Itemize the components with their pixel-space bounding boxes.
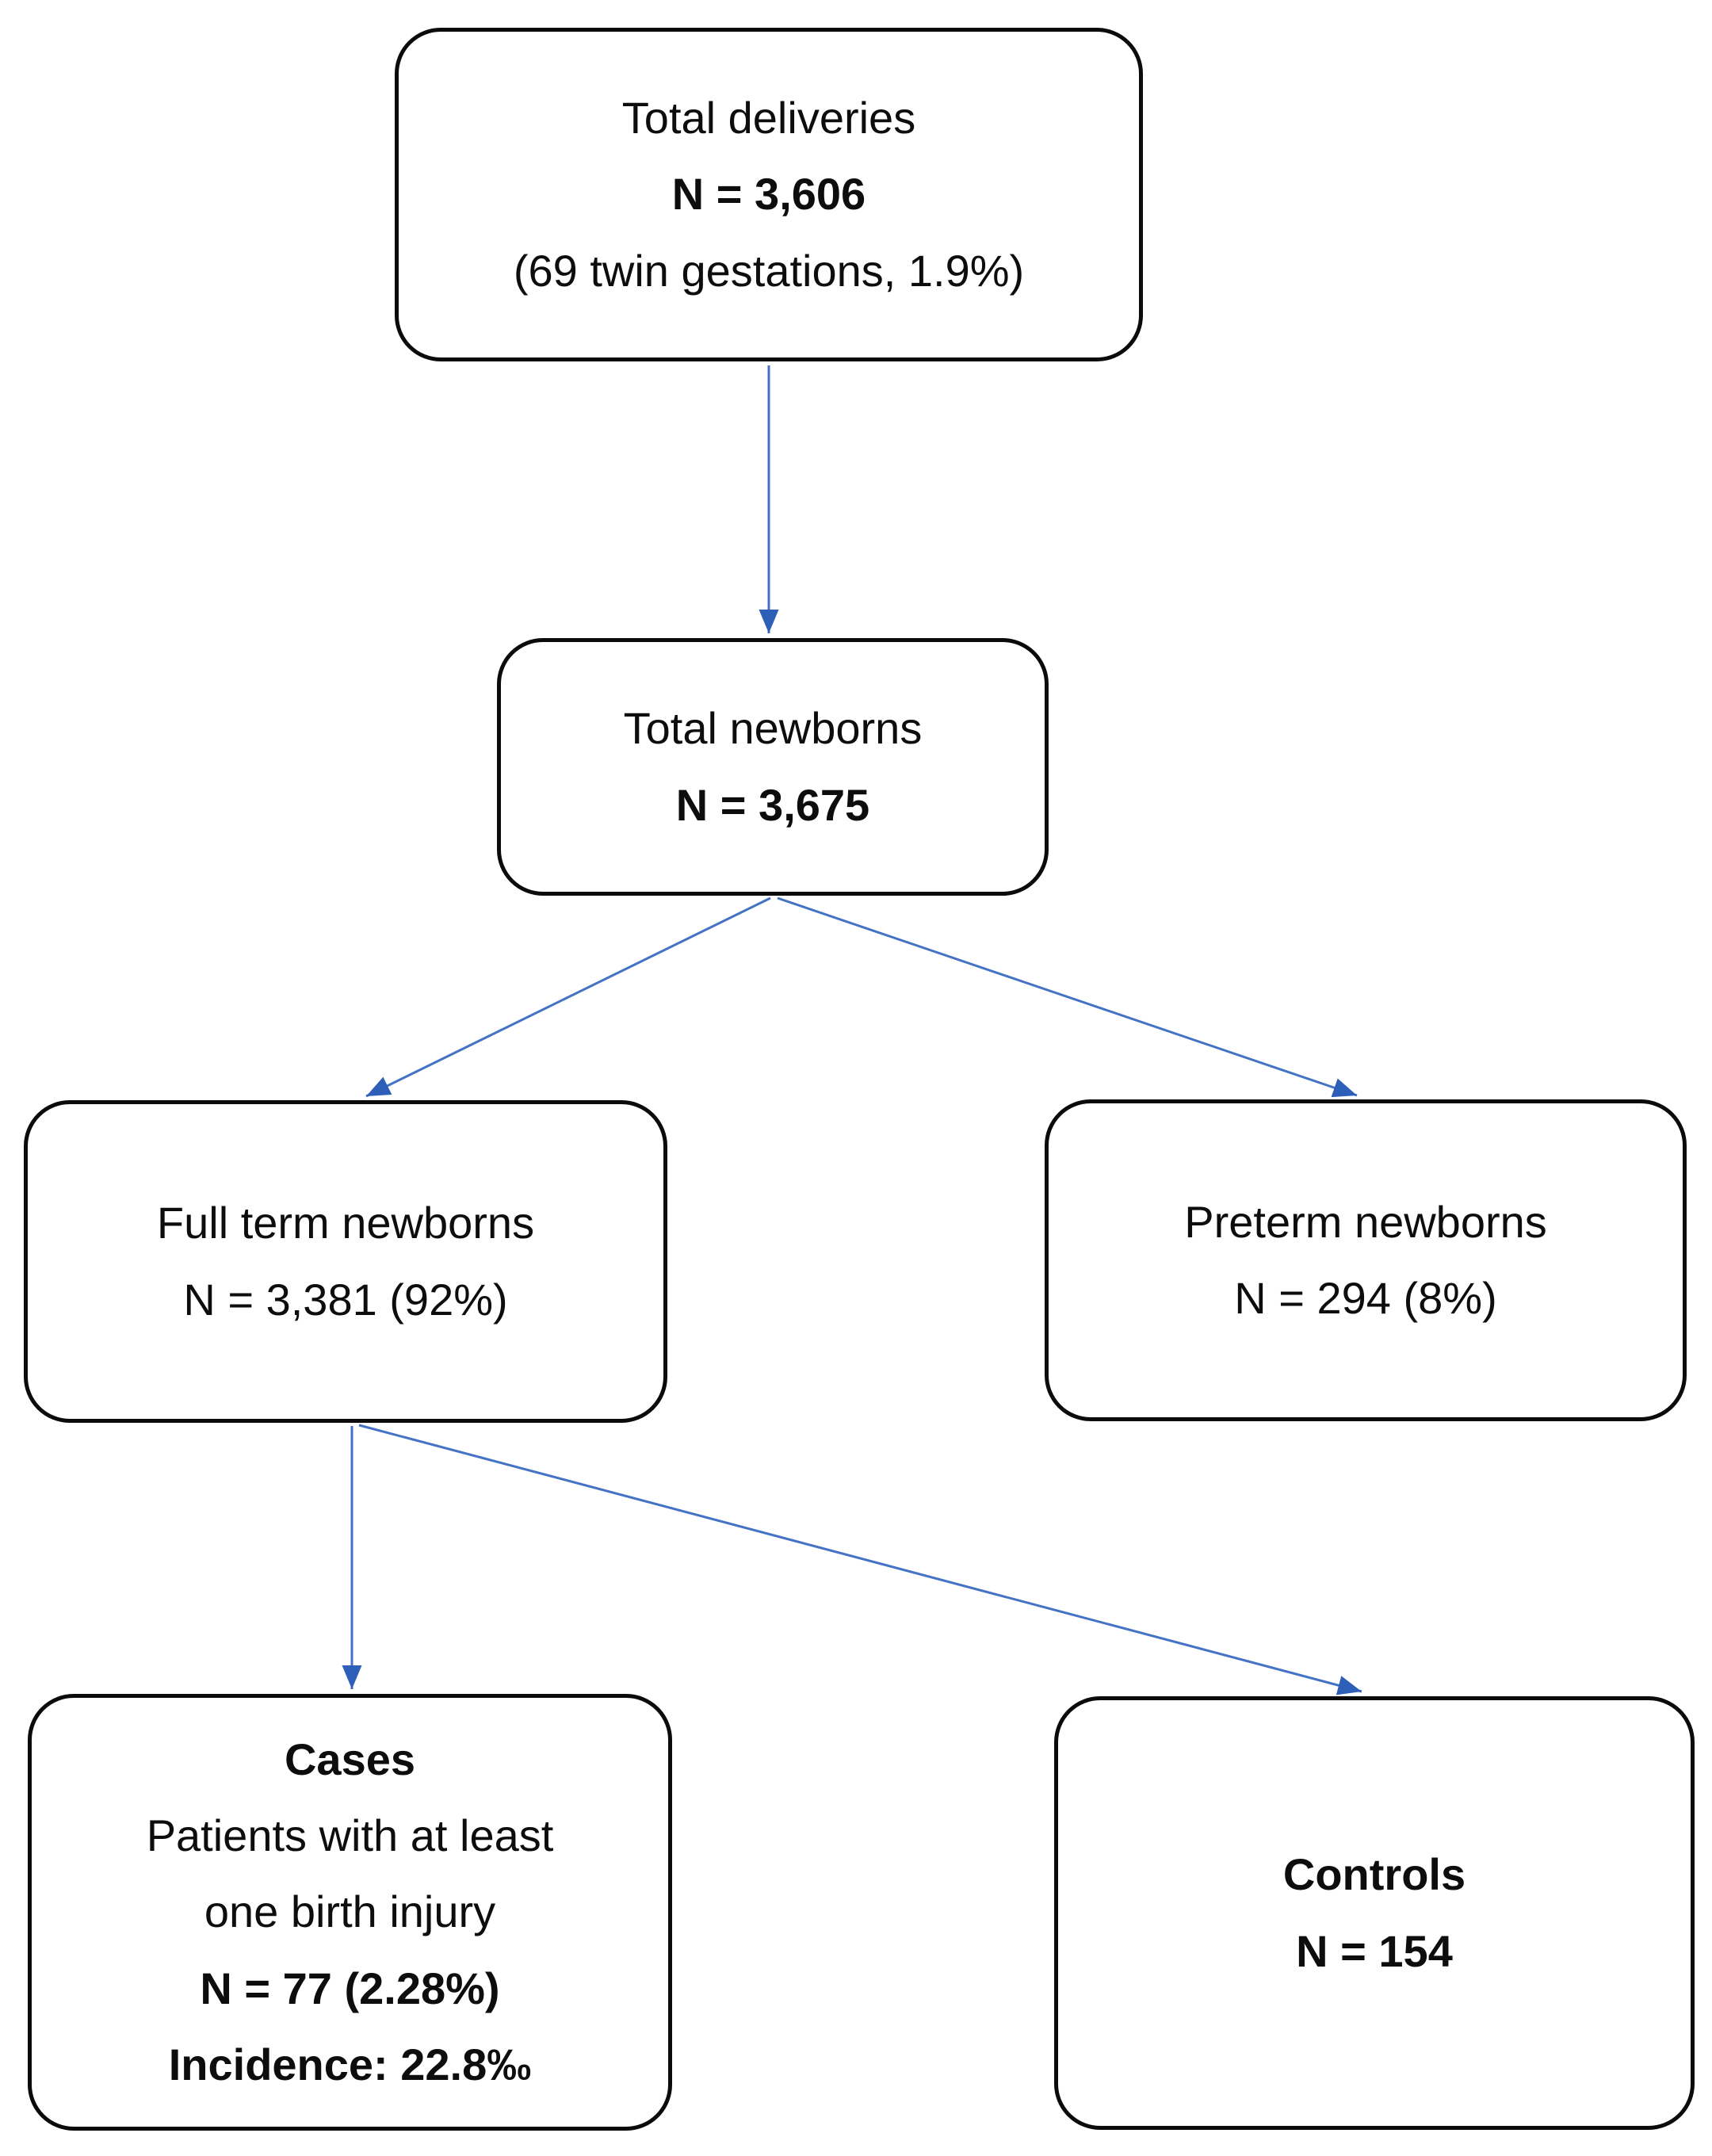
flow-node-total-newborns: Total newborns N = 3,675 bbox=[497, 638, 1049, 896]
flow-node-total-deliveries: Total deliveries N = 3,606 (69 twin gest… bbox=[395, 28, 1143, 361]
node-line: one birth injury bbox=[204, 1886, 496, 1937]
node-line: Total newborns bbox=[623, 703, 923, 754]
flow-node-cases: Cases Patients with at least one birth i… bbox=[28, 1694, 672, 2131]
node-line: N = 3,606 bbox=[671, 169, 866, 220]
node-line: Total deliveries bbox=[621, 93, 916, 143]
arrow-total-newborns-to-full-term bbox=[365, 896, 771, 1098]
node-line: Full term newborns bbox=[156, 1198, 535, 1248]
node-line: N = 3,675 bbox=[675, 779, 870, 830]
node-line: N = 154 bbox=[1296, 1925, 1453, 1976]
flow-node-controls: Controls N = 154 bbox=[1054, 1696, 1695, 2130]
node-line: N = 3,381 (92%) bbox=[183, 1274, 508, 1325]
flow-node-preterm-newborns: Preterm newborns N = 294 (8%) bbox=[1045, 1099, 1687, 1421]
node-line: N = 294 (8%) bbox=[1234, 1273, 1497, 1323]
arrow-total-newborns-to-preterm bbox=[777, 896, 1358, 1098]
node-line: Preterm newborns bbox=[1184, 1196, 1547, 1247]
node-line: Controls bbox=[1282, 1849, 1466, 1900]
arrow-full-term-to-controls bbox=[358, 1424, 1362, 1695]
node-line: (69 twin gestations, 1.9%) bbox=[513, 245, 1025, 296]
node-line: Patients with at least bbox=[146, 1810, 554, 1861]
node-line: N = 77 (2.28%) bbox=[200, 1963, 500, 2013]
node-line: Incidence: 22.8‰ bbox=[168, 2039, 532, 2089]
flow-node-full-term-newborns: Full term newborns N = 3,381 (92%) bbox=[24, 1100, 667, 1423]
node-line: Cases bbox=[284, 1734, 416, 1784]
